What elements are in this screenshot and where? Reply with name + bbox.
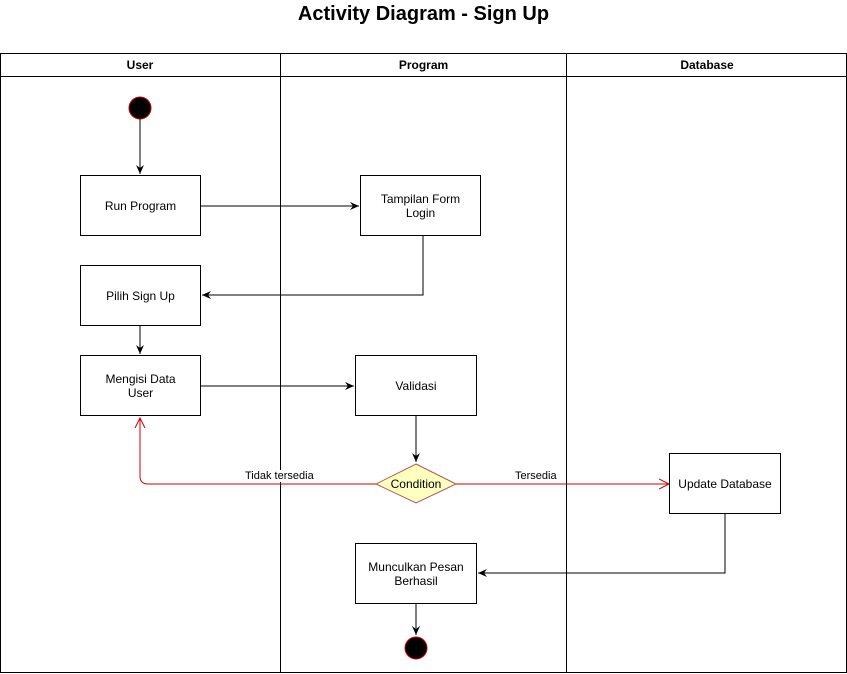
node-tampilan-form-login: Tampilan Form Login <box>360 175 481 236</box>
edge-label-tersedia: Tersedia <box>515 470 557 482</box>
node-munculkan-pesan-berhasil: Munculkan Pesan Berhasil <box>355 543 477 604</box>
edge-form-login-to-pilih-sign-up <box>202 236 424 299</box>
diagram-title: Activity Diagram - Sign Up <box>297 3 550 25</box>
node-validasi: Validasi <box>355 355 477 416</box>
condition-diamond <box>374 463 458 504</box>
lane-label-program: Program <box>398 58 449 72</box>
node-run-program: Run Program <box>80 175 201 236</box>
edge-condition-to-mengisi-data <box>140 418 376 485</box>
node-update-database: Update Database <box>669 453 781 514</box>
edge-label-tidak-tersedia: Tidak tersedia <box>245 470 314 482</box>
lane-label-database: Database <box>680 58 734 72</box>
start-node <box>128 96 152 120</box>
node-pilih-sign-up: Pilih Sign Up <box>80 265 201 326</box>
end-node <box>404 636 428 660</box>
lane-label-user: User <box>126 58 154 72</box>
edge-update-database-to-munculkan-pesan <box>478 514 726 577</box>
condition-label: Condition <box>390 477 442 491</box>
node-mengisi-data-user: Mengisi Data User <box>80 355 201 416</box>
